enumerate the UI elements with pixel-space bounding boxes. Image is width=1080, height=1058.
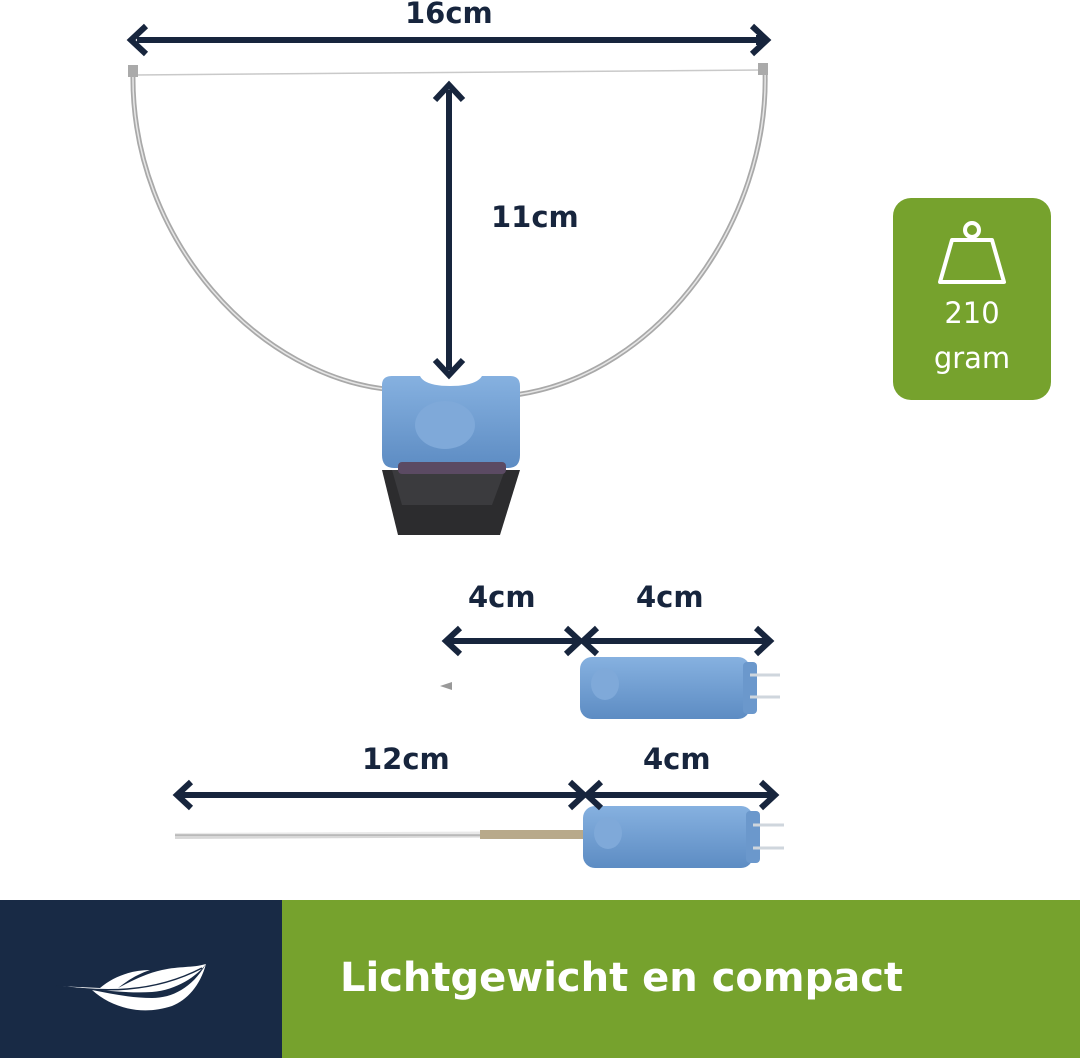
product-illustration: [126, 23, 784, 868]
long-tip-tool: [174, 806, 784, 868]
pen-tip-length-label: 4cm: [468, 580, 536, 614]
weight-badge: 210 gram: [893, 198, 1051, 400]
pen-body-length-label: 4cm: [636, 580, 704, 614]
feather-icon: [55, 964, 206, 1011]
cutting-wire: [134, 69, 764, 76]
cutter-width-label: 16cm: [405, 0, 493, 30]
footer-title-panel: [282, 900, 1080, 1058]
bow-cutter: [128, 63, 768, 535]
short-tip-tool: [440, 657, 780, 719]
long-tip-length-label: 12cm: [362, 742, 450, 776]
weight-value: 210: [944, 296, 1000, 330]
weight-unit: gram: [933, 341, 1011, 375]
cutter-height-label: 11cm: [491, 200, 579, 234]
weight-icon: [938, 221, 1006, 284]
footer-title: Lichtgewicht en compact: [340, 955, 904, 1001]
long-body-length-label: 4cm: [643, 742, 711, 776]
footer-icon-panel: [0, 900, 282, 1058]
